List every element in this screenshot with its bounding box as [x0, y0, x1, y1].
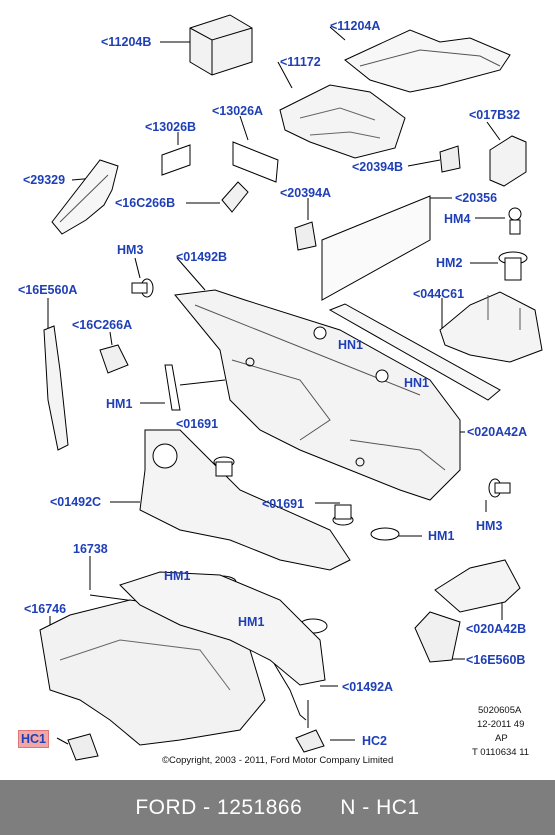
callout-13026b: <13026B	[145, 120, 197, 134]
copyright-text: ©Copyright, 2003 - 2011, Ford Motor Comp…	[162, 755, 394, 766]
ref-code-2: 12-2011 49	[477, 719, 525, 730]
callout-020a42a: <020A42A	[467, 425, 528, 439]
callout-11204a: <11204A	[330, 19, 381, 33]
callout-hm1-right: HM1	[428, 529, 455, 543]
callout-hm3-top: HM3	[117, 243, 144, 257]
callout-16c266a: <16C266A	[72, 318, 133, 332]
callout-20394b: <20394B	[352, 160, 404, 174]
callout-044c61: <044C61	[413, 287, 465, 301]
parts-diagram: <11204B <11204A <11172 <13026A <13026B <…	[18, 14, 543, 766]
callout-01492b: <01492B	[176, 250, 228, 264]
callout-01691-b: <01691	[262, 497, 305, 511]
callout-hn1-a: HN1	[338, 338, 364, 352]
callout-01492a: <01492A	[342, 680, 394, 694]
callout-hm1-low: HM1	[238, 615, 265, 629]
callout-hc2: HC2	[362, 734, 388, 748]
callout-hm2: HM2	[436, 256, 463, 270]
callout-hm3-right: HM3	[476, 519, 503, 533]
part-footer-bar: FORD - 1251866 N - HC1	[0, 780, 555, 835]
callout-29329: <29329	[23, 173, 66, 187]
ref-code-1: 5020605A	[478, 705, 522, 716]
callout-16e560a: <16E560A	[18, 283, 78, 297]
callout-hm1-mid: HM1	[164, 569, 191, 583]
callout-13026a: <13026A	[212, 104, 264, 118]
callout-20394a: <20394A	[280, 186, 332, 200]
callout-hn1-b: HN1	[404, 376, 430, 390]
callout-16746: <16746	[24, 602, 67, 616]
callout-16e560b: <16E560B	[466, 653, 526, 667]
callout-20356: <20356	[455, 191, 498, 205]
callout-01492c: <01492C	[50, 495, 102, 509]
callout-017b32: <017B32	[469, 108, 521, 122]
callout-11204b: <11204B	[101, 35, 152, 49]
callout-16c266b: <16C266B	[115, 196, 176, 210]
ref-code-4: T 0110634 11	[472, 747, 530, 758]
callout-hm4: HM4	[444, 212, 471, 226]
callout-01691-a: <01691	[176, 417, 219, 431]
callout-hc1-highlighted[interactable]: HC1	[18, 730, 50, 748]
part-footer-text: FORD - 1251866 N - HC1	[135, 795, 420, 819]
diagram-drawing	[39, 14, 543, 761]
callout-16738: 16738	[73, 542, 108, 556]
callout-11172: <11172	[280, 55, 321, 69]
callout-020a42b: <020A42B	[466, 622, 527, 636]
callout-hm1-left: HM1	[106, 397, 133, 411]
ref-code-3: AP	[495, 733, 508, 744]
